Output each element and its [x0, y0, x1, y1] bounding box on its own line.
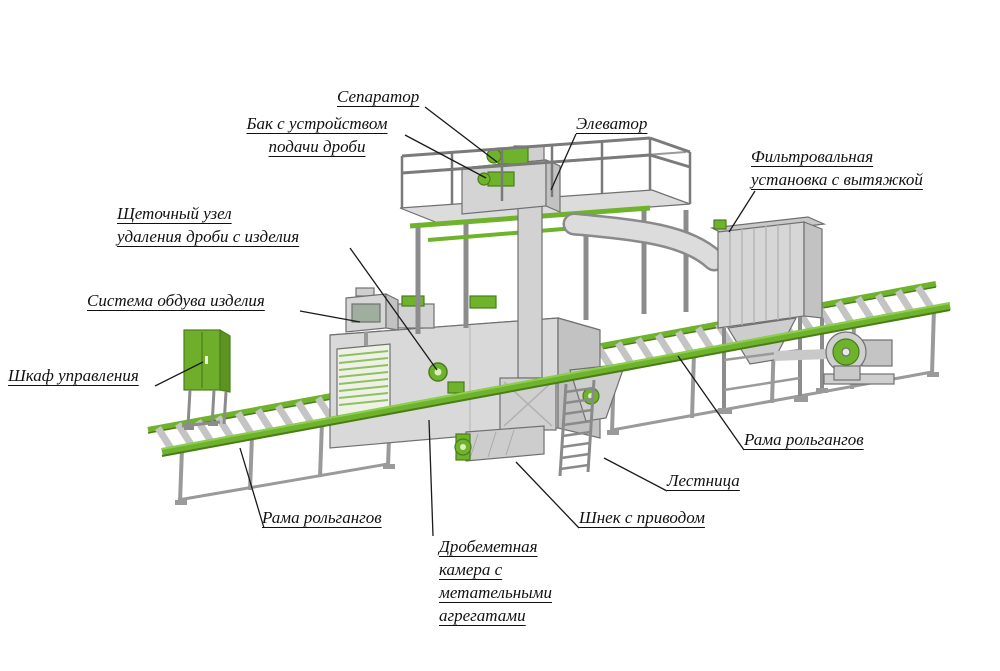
label-shot-feed-tank: Бак с устройством подачи дроби: [246, 114, 388, 156]
label-ladder: Лестница: [667, 471, 740, 490]
label-filter-unit: Фильтровальная установка с вытяжкой: [751, 147, 923, 189]
label-roller-frame-left: Рама рольгангов: [262, 508, 382, 527]
label-blast-chamber: Дробеметная камера с метательными агрега…: [439, 537, 552, 625]
exhaust-duct: [562, 212, 726, 272]
leader-lines: [154, 106, 756, 537]
label-roller-frame-right: Рама рольгангов: [744, 430, 864, 449]
platform-railing: [400, 136, 692, 208]
label-separator: Сепаратор: [337, 87, 420, 106]
elevator-column: [499, 205, 557, 431]
label-control-cabinet: Шкаф управления: [8, 366, 139, 385]
filter-unit: [709, 216, 895, 414]
label-blow-off-system: Система обдува изделия: [87, 291, 265, 310]
control-cabinet: [181, 328, 231, 430]
screw-conveyor: [454, 425, 545, 462]
platform-legs: [415, 206, 689, 334]
separator-unit: [461, 145, 561, 215]
conveyor-near-rail: [161, 302, 951, 457]
label-elevator: Элеватор: [576, 114, 648, 133]
label-screw-drive: Шнек с приводом: [579, 508, 705, 527]
label-brush-unit: Щеточный узел удаления дроби с изделия: [117, 204, 300, 246]
ladder: [558, 379, 596, 477]
